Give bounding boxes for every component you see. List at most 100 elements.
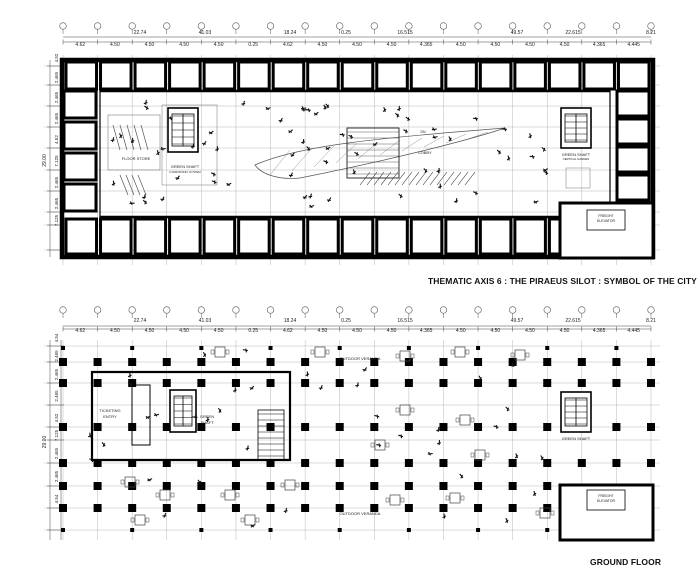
sculpture-line [401, 137, 423, 152]
perimeter-cell-top [340, 60, 375, 91]
person-figure [290, 152, 295, 158]
lobby-hatch [359, 171, 371, 186]
person-figure [532, 490, 537, 497]
person-figure [459, 473, 464, 479]
outdoor-veranda-bottom-label: OUTDOOR VERANDA [340, 511, 381, 516]
ticketing-counter [131, 384, 151, 446]
person-figure [397, 105, 401, 111]
cafe-chair [525, 352, 530, 358]
dimension-top: 16.515 [397, 30, 413, 36]
perimeter-cell-right [615, 89, 651, 118]
grid-bubble [266, 306, 275, 314]
structural-column [404, 379, 413, 387]
dimension-bay: 4.365 [593, 42, 606, 48]
dimension-left-bay: 2.465 [54, 390, 59, 402]
cafe-chair [240, 517, 245, 523]
structural-column [301, 379, 310, 387]
dimension-bay: 4.50 [490, 328, 500, 334]
sculpture-line [423, 135, 445, 148]
ticketing-label: TICKETING [99, 408, 120, 413]
cafe-table [454, 346, 466, 358]
perimeter-cell-top [64, 60, 99, 91]
structural-column [439, 482, 448, 490]
structural-column [404, 482, 413, 490]
structural-column [128, 459, 137, 467]
cafe-table [449, 492, 461, 504]
person-figure [454, 198, 459, 204]
structural-column [128, 504, 137, 512]
grid-bubble [543, 22, 551, 30]
cafe-table [389, 494, 401, 506]
grid-bubble [578, 306, 586, 314]
structural-column [162, 459, 171, 467]
person-figure [506, 155, 511, 161]
structural-column [404, 504, 413, 512]
dimension-top: 41.03 [199, 318, 212, 324]
person-figure [431, 127, 437, 132]
cafe-chair [385, 442, 390, 448]
perimeter-cell-bottom [340, 217, 375, 256]
structural-column [266, 504, 275, 512]
person-figure [339, 132, 345, 137]
perimeter-cell-bottom [133, 217, 168, 256]
perimeter-cell-bottom [478, 217, 513, 256]
cafe-chair [280, 482, 285, 488]
structural-column [231, 423, 240, 431]
cafe-chair [325, 349, 330, 355]
structural-column [647, 423, 655, 431]
person-figure [167, 116, 173, 121]
dimension-bay: 4.50 [214, 328, 224, 334]
lobby-hatch [387, 171, 399, 186]
structural-column [439, 504, 448, 512]
structural-column [231, 379, 240, 387]
structural-column [335, 482, 344, 490]
perimeter-cell-top [409, 60, 444, 91]
upper-plan-caption: THEMATIC AXIS 6 : THE PIRAEUS SILOT : SY… [428, 276, 697, 286]
structural-column [231, 482, 240, 490]
perimeter-cell-top [547, 60, 582, 91]
structural-column [162, 379, 171, 387]
person-figure [313, 111, 319, 116]
person-figure [226, 182, 232, 187]
person-figure [265, 106, 271, 111]
person-figure [119, 133, 123, 139]
person-figure [514, 453, 519, 459]
structural-column [231, 504, 240, 512]
cafe-chair [400, 497, 405, 503]
cafe-table [314, 346, 326, 358]
cafe-chair [410, 353, 415, 359]
cafe-chair [385, 497, 390, 503]
dimension-bay: 4.50 [145, 328, 155, 334]
structural-column [59, 482, 67, 490]
structural-column [93, 423, 102, 431]
perimeter-cell-top [168, 60, 202, 91]
grid-bubble [93, 306, 102, 314]
structural-column [335, 358, 344, 366]
perimeter-cell-right [615, 117, 651, 146]
dimension-bay: 4.50 [456, 42, 466, 48]
structural-column [439, 379, 448, 387]
lobby-core [346, 127, 400, 179]
dimension-bay: 4.445 [627, 328, 640, 334]
dimension-left-bay: 7.125 [54, 155, 59, 167]
person-figure [197, 479, 202, 485]
building-outline [59, 57, 656, 260]
person-figure [301, 106, 307, 111]
cafe-table [399, 404, 411, 416]
perimeter-cell-left [62, 151, 98, 182]
perimeter-cell-bottom [237, 217, 271, 256]
person-figure [448, 136, 452, 142]
cafe-chair [120, 479, 125, 485]
structural-column [577, 379, 586, 387]
column-small [130, 346, 135, 350]
structural-column [231, 358, 240, 366]
person-figure [427, 451, 433, 456]
structural-column [231, 459, 240, 467]
green-shaft-2-label: GREEN SHAFT [562, 152, 591, 157]
lobby-hatch [422, 171, 434, 186]
grid-bubble [439, 22, 448, 30]
person-figure [541, 146, 546, 152]
dimension-bay: 4.62 [75, 328, 85, 334]
grid-bubble [232, 306, 240, 314]
